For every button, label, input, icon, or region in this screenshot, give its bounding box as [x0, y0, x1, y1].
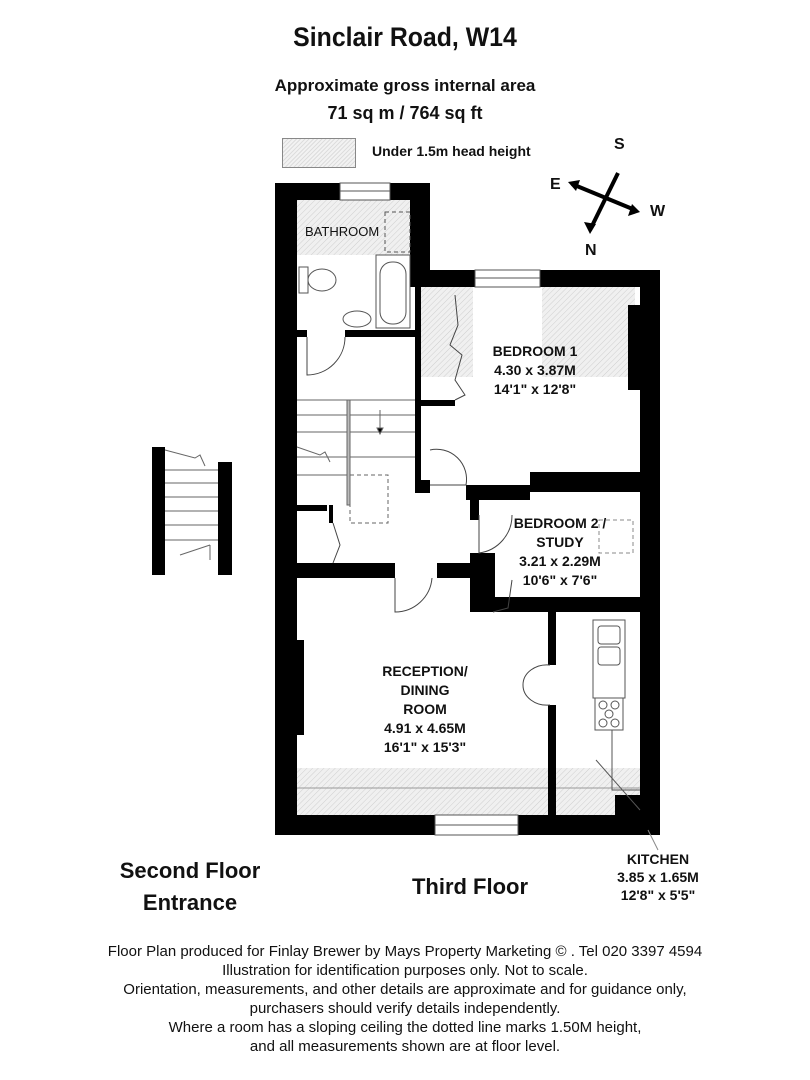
bedroom2-label: BEDROOM 2 / STUDY 3.21 x 2.29M 10'6" x 7… [500, 514, 620, 590]
walls [152, 183, 660, 835]
kitchen-name: KITCHEN [626, 851, 690, 867]
windows [339, 182, 541, 836]
bedroom1-metric: 4.30 x 3.87M [494, 362, 576, 378]
footer-line: purchasers should verify details indepen… [249, 1000, 561, 1017]
bedroom1-name: BEDROOM 1 [492, 343, 578, 359]
bedroom2-imperial: 10'6" x 7'6" [522, 572, 598, 588]
third-floor-label: Third Floor [411, 874, 529, 899]
bathroom-fixtures [298, 211, 411, 329]
reception-imperial: 16'1" x 15'3" [383, 739, 467, 755]
bedroom1-label: BEDROOM 1 4.30 x 3.87M 14'1" x 12'8" [470, 342, 600, 399]
reception-name: RECEPTION/ [382, 663, 468, 679]
reception-name2: DINING [400, 682, 450, 698]
kitchen-imperial: 12'8" x 5'5" [620, 887, 696, 903]
footer-line: Floor Plan produced for Finlay Brewer by… [107, 943, 703, 960]
footer-disclaimer: Floor Plan produced for Finlay Brewer by… [0, 942, 810, 1056]
area-value: 71 sq m / 764 sq ft [327, 103, 483, 123]
second-floor-label: Second Floor Entrance [110, 855, 270, 919]
compass-south-label: S [614, 136, 625, 153]
compass-north-label: N [585, 242, 597, 259]
doors [306, 294, 551, 706]
footer-line: and all measurements shown are at floor … [249, 1038, 561, 1055]
bathroom-label: BATHROOM [305, 224, 380, 239]
hatch-legend-swatch [282, 138, 356, 168]
footer-line: Where a room has a sloping ceiling the d… [168, 1019, 642, 1036]
compass-icon [568, 172, 640, 234]
staircase [164, 399, 415, 560]
reception-metric: 4.91 x 4.65M [384, 720, 466, 736]
bedroom2-name2: STUDY [536, 534, 584, 550]
second-floor-line2: Entrance [142, 890, 238, 915]
reception-name3: ROOM [403, 701, 447, 717]
page-title: Sinclair Road, W14 [293, 22, 517, 52]
bedroom2-name: BEDROOM 2 / [513, 515, 607, 531]
kitchen-label-leader [647, 829, 659, 851]
compass-east-label: E [550, 176, 561, 193]
low-head-height-areas [290, 200, 640, 815]
compass-west-label: W [650, 203, 666, 220]
area-label: Approximate gross internal area [274, 76, 536, 95]
bedroom1-imperial: 14'1" x 12'8" [493, 381, 577, 397]
hatch-legend-label: Under 1.5m head height [372, 143, 531, 159]
kitchen-label: KITCHEN 3.85 x 1.65M 12'8" x 5'5" [608, 850, 708, 904]
bedroom2-metric: 3.21 x 2.29M [519, 553, 601, 569]
reception-label: RECEPTION/ DINING ROOM 4.91 x 4.65M 16'1… [370, 662, 480, 757]
kitchen-fixtures [592, 619, 641, 811]
second-floor-line1: Second Floor [119, 858, 261, 883]
footer-line: Illustration for identification purposes… [222, 962, 588, 979]
kitchen-metric: 3.85 x 1.65M [617, 869, 699, 885]
bedroom2-sloped-ceiling-marker [598, 519, 634, 554]
footer-line: Orientation, measurements, and other det… [123, 981, 687, 998]
